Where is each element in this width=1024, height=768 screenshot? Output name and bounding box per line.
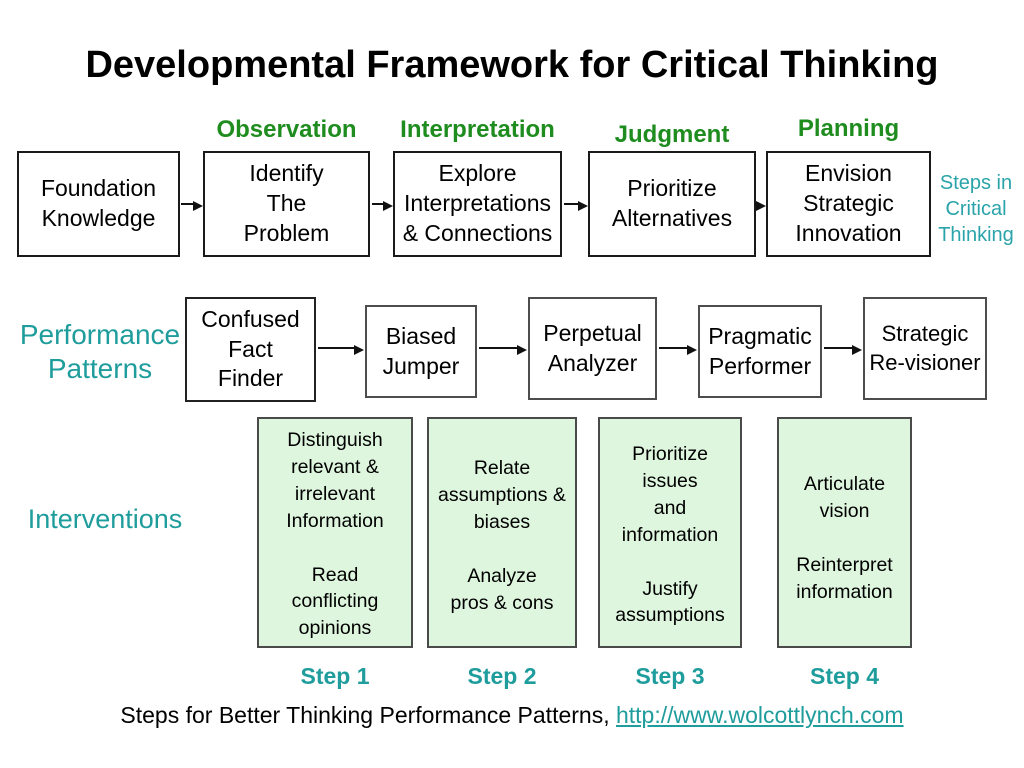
box-text: Identify The Problem [243,160,330,246]
arrow-icon [659,345,697,355]
step-box-explore-interpretations: Explore Interpretations & Connections [393,151,562,257]
interventions-label: Interventions [27,504,183,534]
arrow-icon [318,345,364,355]
stage-label-judgment: Judgment [614,121,730,148]
stage-label-interpretation: Interpretation [400,116,555,143]
pattern-box-biased-jumper: Biased Jumper [365,305,477,398]
arrow-icon [479,345,527,355]
page-title: Developmental Framework for Critical Thi… [85,44,939,86]
step-label-1: Step 1 [300,663,370,689]
footer-citation: Steps for Better Thinking Performance Pa… [0,702,1024,729]
pattern-box-confused-fact-finder: Confused Fact Finder [185,297,316,402]
intervention-box-step4: Articulate vision Reinterpret informatio… [777,417,912,648]
side-label-steps-in-critical-thinking: Steps in Critical Thinking [938,172,1014,246]
footer-link[interactable]: http://www.wolcottlynch.com [615,702,904,728]
intervention-box-step2: Relate assumptions & biases Analyze pros… [427,417,577,648]
arrow-icon [564,201,588,211]
arrow-icon [824,345,862,355]
box-text: Articulate vision Reinterpret informatio… [796,473,893,603]
arrow-icon [372,201,393,211]
step-box-foundation-knowledge: Foundation Knowledge [17,151,180,257]
step-box-prioritize-alternatives: Prioritize Alternatives [588,151,756,257]
step-box-identify-problem: Identify The Problem [203,151,370,257]
intervention-box-step1: Distinguish relevant & irrelevant Inform… [257,417,413,648]
arrow-icon [755,201,766,211]
stage-label-planning: Planning [797,115,900,142]
box-text: Prioritize Alternatives [611,175,733,231]
pattern-box-perpetual-analyzer: Perpetual Analyzer [528,297,657,400]
stage-label-observation: Observation [216,116,357,143]
box-text: Prioritize issues and information Justif… [615,443,725,627]
box-text: Biased Jumper [382,322,460,379]
step-label-4: Step 4 [809,663,880,689]
box-text: Explore Interpretations & Connections [402,160,553,246]
box-text: Relate assumptions & biases Analyze pros… [438,457,566,614]
box-text: Strategic Re-visioner [869,320,981,375]
step-box-envision-innovation: Envision Strategic Innovation [766,151,931,257]
box-text: Envision Strategic Innovation [795,160,902,246]
step-label-3: Step 3 [635,663,705,689]
step-label-2: Step 2 [467,663,537,689]
pattern-box-pragmatic-performer: Pragmatic Performer [698,305,822,398]
box-text: Distinguish relevant & irrelevant Inform… [286,429,384,640]
pattern-box-strategic-revisioner: Strategic Re-visioner [863,297,987,400]
box-text: Pragmatic Performer [708,322,812,379]
performance-patterns-label: Performance Patterns [19,319,181,384]
box-text: Perpetual Analyzer [543,319,642,376]
arrow-icon [181,201,203,211]
intervention-box-step3: Prioritize issues and information Justif… [598,417,742,648]
footer-text: Steps for Better Thinking Performance Pa… [120,702,616,728]
box-text: Confused Fact Finder [201,305,300,392]
box-text: Foundation Knowledge [40,175,157,231]
